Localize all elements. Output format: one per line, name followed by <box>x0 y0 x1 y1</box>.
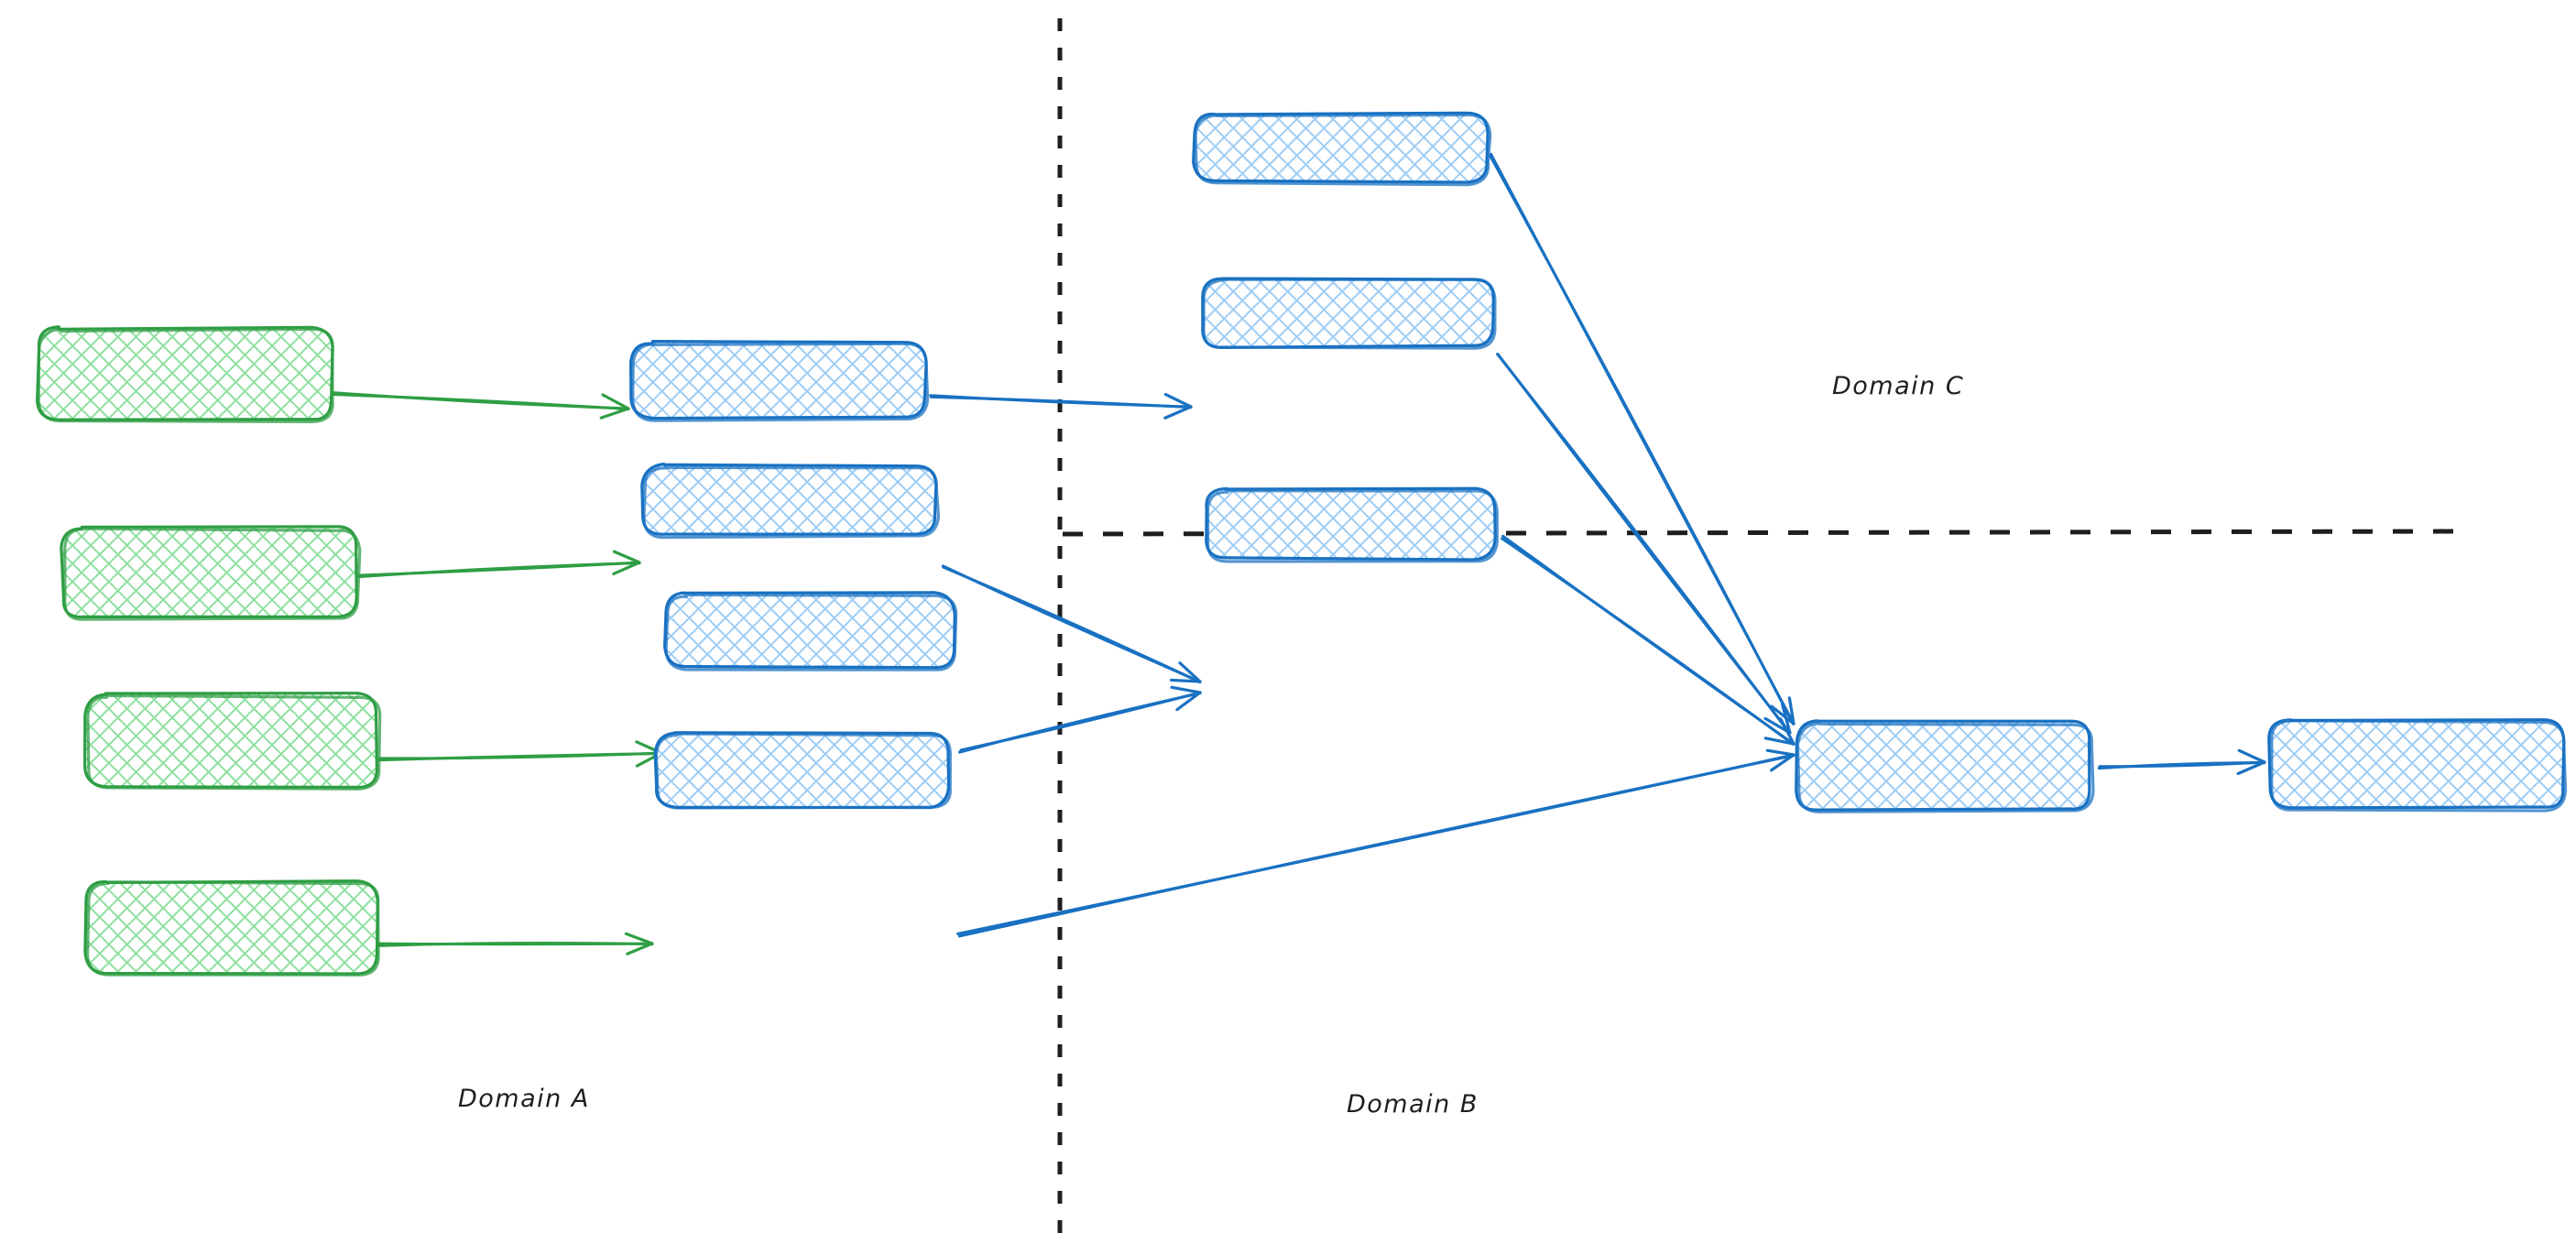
node-fill <box>656 732 950 807</box>
node-fill <box>1194 114 1489 182</box>
node-layer <box>36 111 2568 977</box>
node-outline <box>85 880 380 977</box>
node-outline <box>654 732 952 810</box>
node-a3[interactable] <box>83 692 382 791</box>
node-outline <box>2270 719 2568 813</box>
node-fill <box>664 593 955 668</box>
edge-a2-to-b2 <box>357 550 641 579</box>
node-b1[interactable] <box>629 340 930 422</box>
node-fill <box>61 527 358 617</box>
node-fill <box>38 327 332 420</box>
node-d2[interactable] <box>2267 718 2568 813</box>
edge-a4-to-b4 <box>377 932 654 955</box>
node-b3[interactable] <box>663 591 958 671</box>
divider-horizontal <box>1062 529 2474 537</box>
node-fill <box>85 693 378 786</box>
node-fill <box>631 342 925 419</box>
node-outline <box>1206 489 1499 563</box>
edge-layer <box>331 152 2266 955</box>
node-fill <box>643 465 936 536</box>
node-outline <box>664 593 958 671</box>
node-a2[interactable] <box>60 525 362 621</box>
node-fill <box>1206 488 1496 560</box>
node-outline <box>1796 721 2095 813</box>
label-domain-a: Domain A <box>458 1085 590 1113</box>
node-c2[interactable] <box>1201 277 1497 350</box>
edge-d1-to-d2 <box>2097 748 2266 776</box>
node-outline <box>37 327 334 424</box>
node-outline <box>1194 113 1492 187</box>
edge-a1-to-b1 <box>331 391 630 420</box>
edge-c3-to-d1 <box>1501 534 1796 747</box>
label-domain-c: Domain C <box>1832 372 1965 400</box>
node-b4[interactable] <box>653 731 952 810</box>
edge-b2-to-c3 <box>941 564 1202 684</box>
node-fill <box>85 880 378 974</box>
edge-c2-to-d1 <box>1496 353 1792 735</box>
node-outline <box>1202 278 1497 350</box>
node-outline <box>642 465 941 540</box>
edge-a3-to-b3 <box>377 740 663 768</box>
divider-layer <box>1057 18 2474 1241</box>
node-a1[interactable] <box>36 325 334 424</box>
node-c1[interactable] <box>1192 111 1492 187</box>
edge-b1-to-c2 <box>929 392 1193 420</box>
node-fill <box>2269 719 2563 809</box>
edge-b4-to-d1 <box>956 748 1796 938</box>
node-fill <box>1796 721 2091 811</box>
node-fill <box>1201 278 1494 347</box>
node-c3[interactable] <box>1205 486 1499 563</box>
node-outline <box>86 693 382 791</box>
edge-c1-to-d1 <box>1489 152 1796 726</box>
label-domain-b: Domain B <box>1347 1090 1479 1119</box>
node-a4[interactable] <box>83 879 380 977</box>
node-outline <box>63 527 362 621</box>
node-d1[interactable] <box>1795 719 2095 813</box>
node-outline <box>631 342 930 422</box>
edge-b3-to-c3 <box>958 685 1202 754</box>
node-b2[interactable] <box>640 463 941 540</box>
